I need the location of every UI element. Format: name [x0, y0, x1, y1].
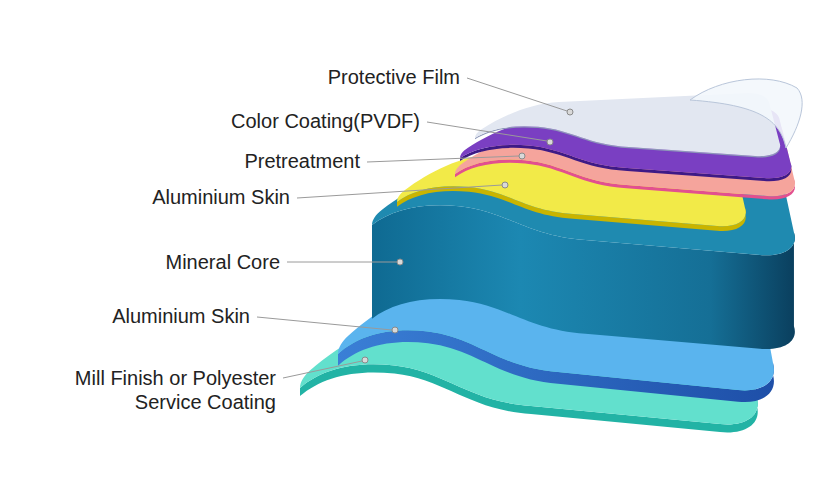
- layer-label: Color Coating(PVDF): [231, 109, 420, 133]
- leader-line: [467, 78, 567, 111]
- leader-dots: [362, 109, 573, 363]
- layer-label: Mineral Core: [166, 250, 280, 274]
- layer-label: Pretreatment: [244, 149, 360, 173]
- leader-dot: [519, 153, 525, 159]
- leader-dot: [362, 357, 368, 363]
- leader-dot: [547, 139, 553, 145]
- peeled-film-flap: [690, 79, 802, 148]
- leader-line: [297, 185, 502, 198]
- layer-label: Aluminium Skin: [152, 185, 290, 209]
- leader-line: [427, 122, 547, 141]
- leader-line: [367, 156, 519, 162]
- leader-line: [257, 317, 392, 330]
- leader-dot: [392, 327, 398, 333]
- leader-dot: [567, 109, 573, 115]
- layer-label: Aluminium Skin: [112, 304, 250, 328]
- layer-label: Mill Finish or Polyester Service Coating: [36, 366, 276, 414]
- leader-dot: [502, 182, 508, 188]
- layer-label: Protective Film: [328, 65, 460, 89]
- leader-dot: [397, 259, 403, 265]
- leader-line: [287, 262, 397, 263]
- leader-line: [283, 361, 362, 378]
